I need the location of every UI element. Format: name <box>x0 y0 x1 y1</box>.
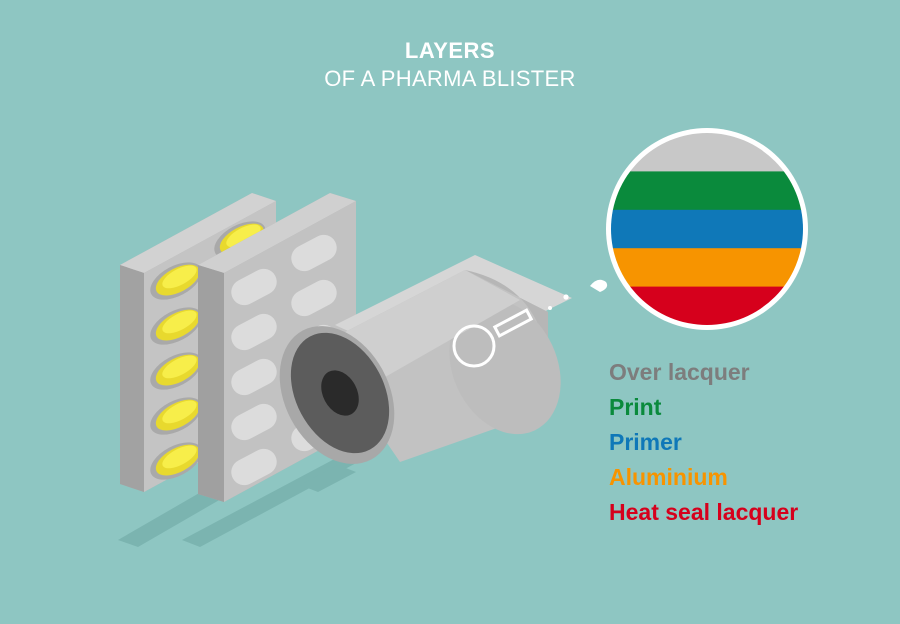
layers-legend: Over lacquer Print Primer Aluminium Heat… <box>609 355 879 530</box>
layers-circle <box>606 128 808 330</box>
pill-column <box>150 221 266 480</box>
foil-roll-icon <box>279 255 572 464</box>
page-subtitle: OF A PHARMA BLISTER <box>324 66 576 91</box>
magnifier-icon <box>452 308 534 368</box>
thought-bubble-icon <box>548 279 608 310</box>
legend-print: Print <box>609 394 662 420</box>
layer-band-3 <box>611 248 803 288</box>
legend-aluminium: Aluminium <box>609 464 728 490</box>
layer-band-4 <box>611 286 803 325</box>
legend-over-lacquer: Over lacquer <box>609 359 750 385</box>
legend-heat-seal-lacquer: Heat seal lacquer <box>609 499 799 525</box>
layer-band-1 <box>611 171 803 211</box>
legend-primer: Primer <box>609 429 682 455</box>
page-title: LAYERS <box>404 38 496 63</box>
layer-band-0 <box>611 133 803 172</box>
layer-band-2 <box>611 209 803 249</box>
